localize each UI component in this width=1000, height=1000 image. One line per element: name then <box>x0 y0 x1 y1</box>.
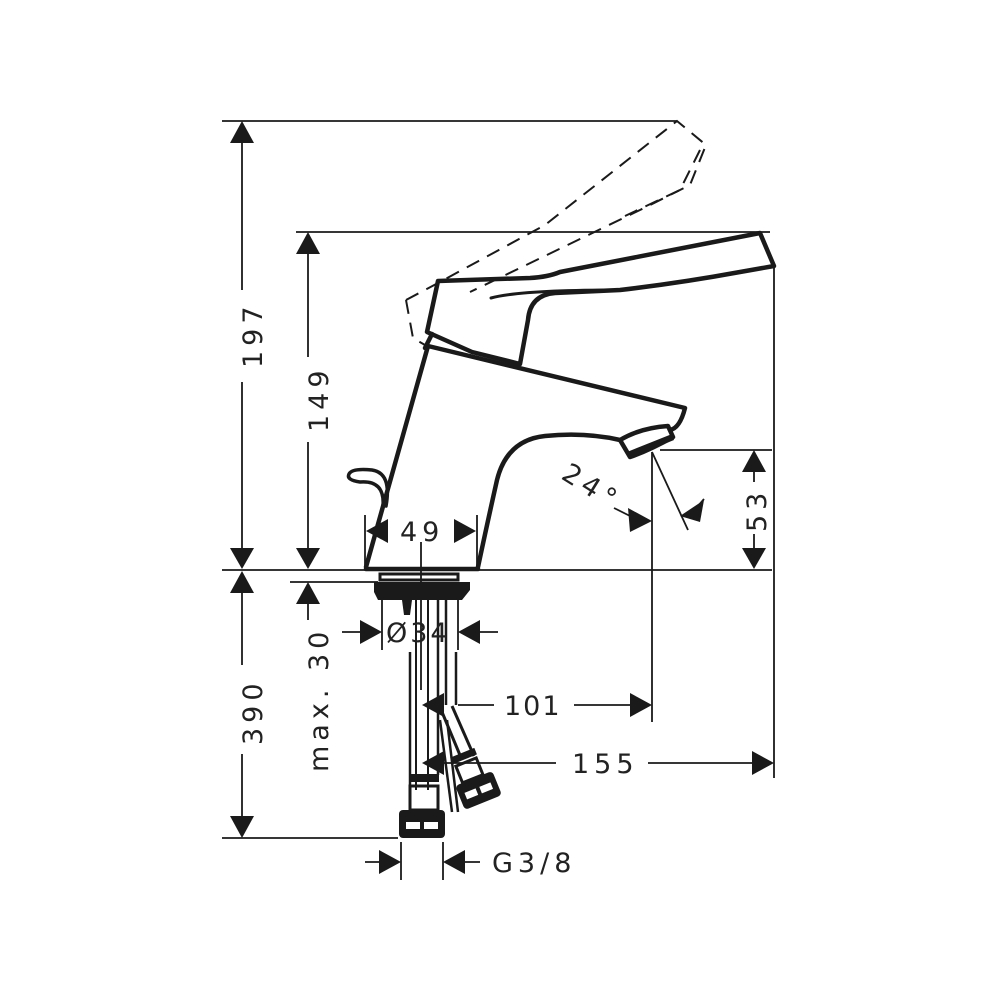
dimension-base-width: 49 <box>366 517 476 548</box>
hose-fitting-angled <box>450 747 501 809</box>
mounting-shank <box>374 572 501 838</box>
popup-rod <box>346 467 390 508</box>
label-149: 149 <box>304 365 335 432</box>
dimension-total-depth: 155 <box>422 749 774 780</box>
supply-hoses <box>408 600 476 813</box>
lever-handle <box>422 230 777 367</box>
extension-lines <box>222 120 775 880</box>
dimension-shank-diameter: Ø34 <box>342 618 498 649</box>
dimension-spout-reach: 101 <box>422 691 652 722</box>
hose-fitting-straight <box>399 774 445 838</box>
lever-handle-raised-outline <box>405 119 708 346</box>
dimension-lever-height: 149 <box>296 232 335 569</box>
label-101: 101 <box>504 691 562 722</box>
label-diameter-34: Ø34 <box>386 618 451 649</box>
label-197: 197 <box>238 301 269 368</box>
dimension-spray-angle: 24° <box>556 451 705 532</box>
dimension-outlet-height: 53 <box>742 450 773 569</box>
label-53: 53 <box>742 488 773 532</box>
faucet-body <box>363 343 688 572</box>
dimension-max-counter: max. 30 <box>296 582 335 772</box>
label-49: 49 <box>400 517 444 548</box>
label-390: 390 <box>238 678 269 745</box>
dimension-total-height: 197 <box>230 121 269 569</box>
label-g3-8: G3/8 <box>492 848 576 879</box>
label-max-30: max. 30 <box>304 627 335 772</box>
dimension-thread: G3/8 <box>365 848 576 879</box>
label-155: 155 <box>572 749 639 780</box>
dimension-hose-length: 390 <box>230 571 269 838</box>
